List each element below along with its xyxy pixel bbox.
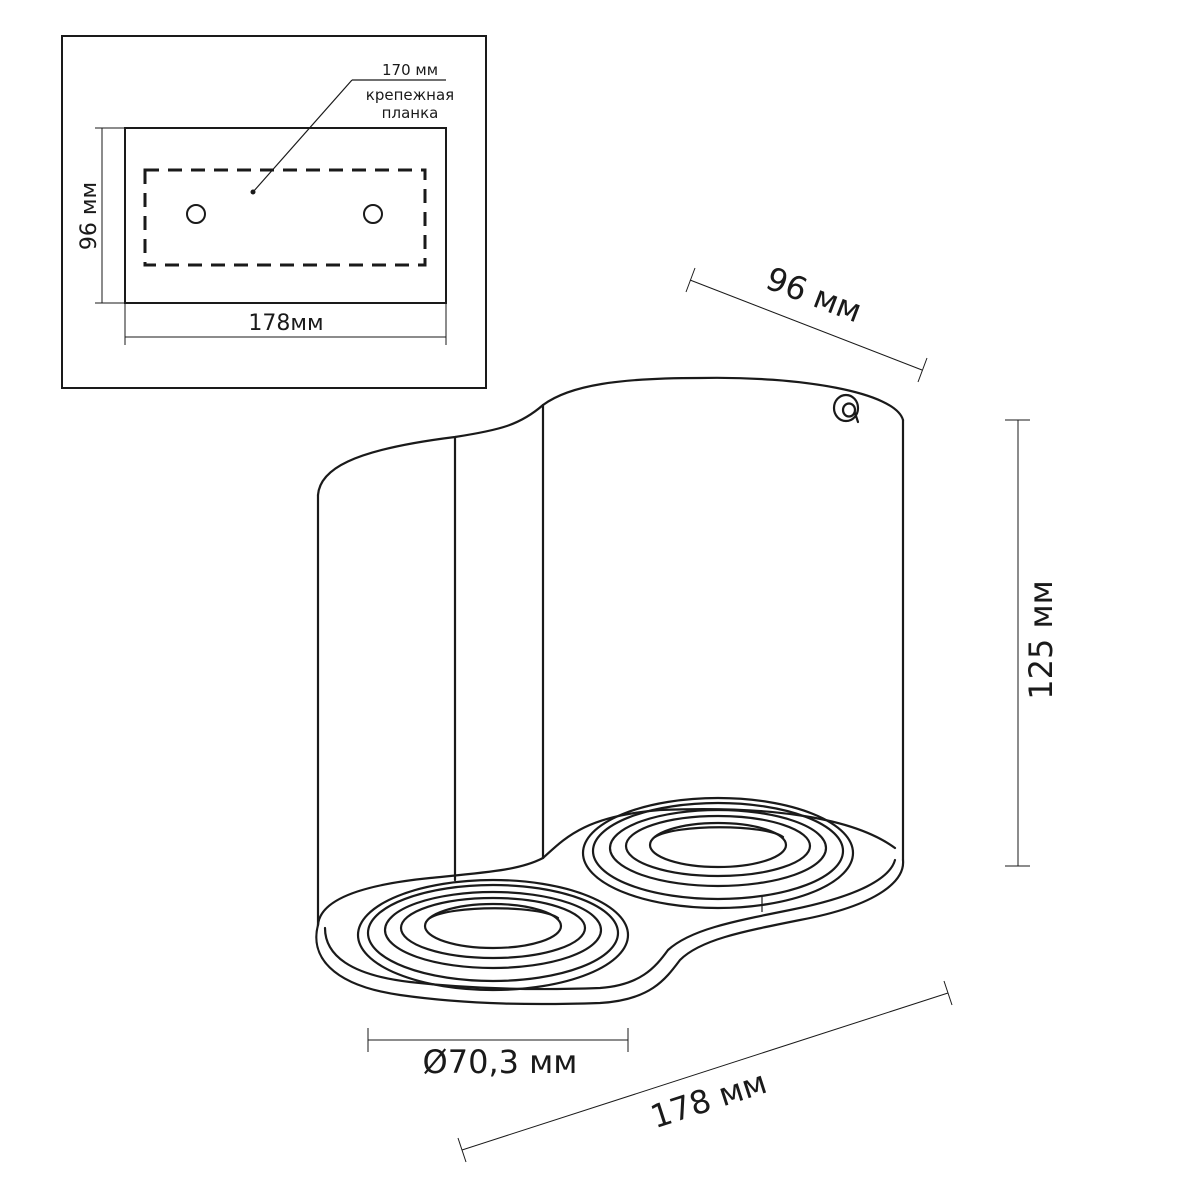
spot-left-lens <box>423 902 563 950</box>
spot-left-ring-4 <box>399 896 587 960</box>
depth-label: 96 мм <box>761 259 867 330</box>
spot-right-ring-3 <box>608 808 828 888</box>
mounting-hole-left <box>186 204 206 224</box>
luminaire-body <box>315 376 905 1006</box>
spot-left-outer-ring <box>356 878 630 992</box>
plate-leader-line <box>252 79 353 193</box>
inset-frame <box>61 35 487 389</box>
dimension-height: 125 мм <box>1005 419 1060 867</box>
plate-size-label: 170 мм <box>382 61 438 79</box>
spot-right-lens-inner <box>653 826 785 839</box>
spot-right-ring-2 <box>591 801 845 901</box>
plate-name-line2: планка <box>382 104 439 122</box>
height-label: 125 мм <box>1022 580 1060 700</box>
spot-right-lens <box>648 821 788 869</box>
bottom-face-back <box>316 808 897 927</box>
inset-width-label: 178мм <box>248 311 323 336</box>
inset-height-label: 96 мм <box>77 182 102 250</box>
length-dim-line <box>461 992 949 1151</box>
depth-tick-end <box>917 357 928 383</box>
spot-right-outer-ring <box>581 796 855 910</box>
inset-body-outline <box>124 127 447 304</box>
diameter-label: Ø70,3 мм <box>423 1043 578 1081</box>
spot-left-lens-inner <box>428 907 560 920</box>
top-screw-inner <box>841 402 857 418</box>
top-screw-stem <box>853 411 860 424</box>
spot-left <box>356 878 630 992</box>
body-top-outline <box>316 376 905 497</box>
mounting-plate-dashed <box>143 168 427 267</box>
depth-dim-line <box>689 279 923 371</box>
dimension-depth: 96 мм <box>685 259 928 383</box>
dimension-diameter: Ø70,3 мм <box>367 1028 629 1081</box>
inset-top-view: 170 мм крепежная планка 96 мм 178мм <box>61 35 487 389</box>
length-tick-start <box>457 1137 467 1163</box>
bottom-face-outer <box>315 858 905 1006</box>
spot-left-ring-2 <box>366 883 620 983</box>
top-screw-outer <box>832 393 860 423</box>
spot-right <box>581 796 855 910</box>
plate-leader-dot <box>250 189 256 195</box>
mounting-hole-right <box>363 204 383 224</box>
spot-right-ring-4 <box>624 814 812 878</box>
spot-left-ring-3 <box>383 890 603 970</box>
plate-name-line1: крепежная <box>366 86 454 104</box>
depth-tick-start <box>685 267 696 293</box>
length-tick-end <box>943 980 953 1006</box>
bottom-face-rim <box>323 858 897 991</box>
length-label: 178 мм <box>646 1063 771 1136</box>
